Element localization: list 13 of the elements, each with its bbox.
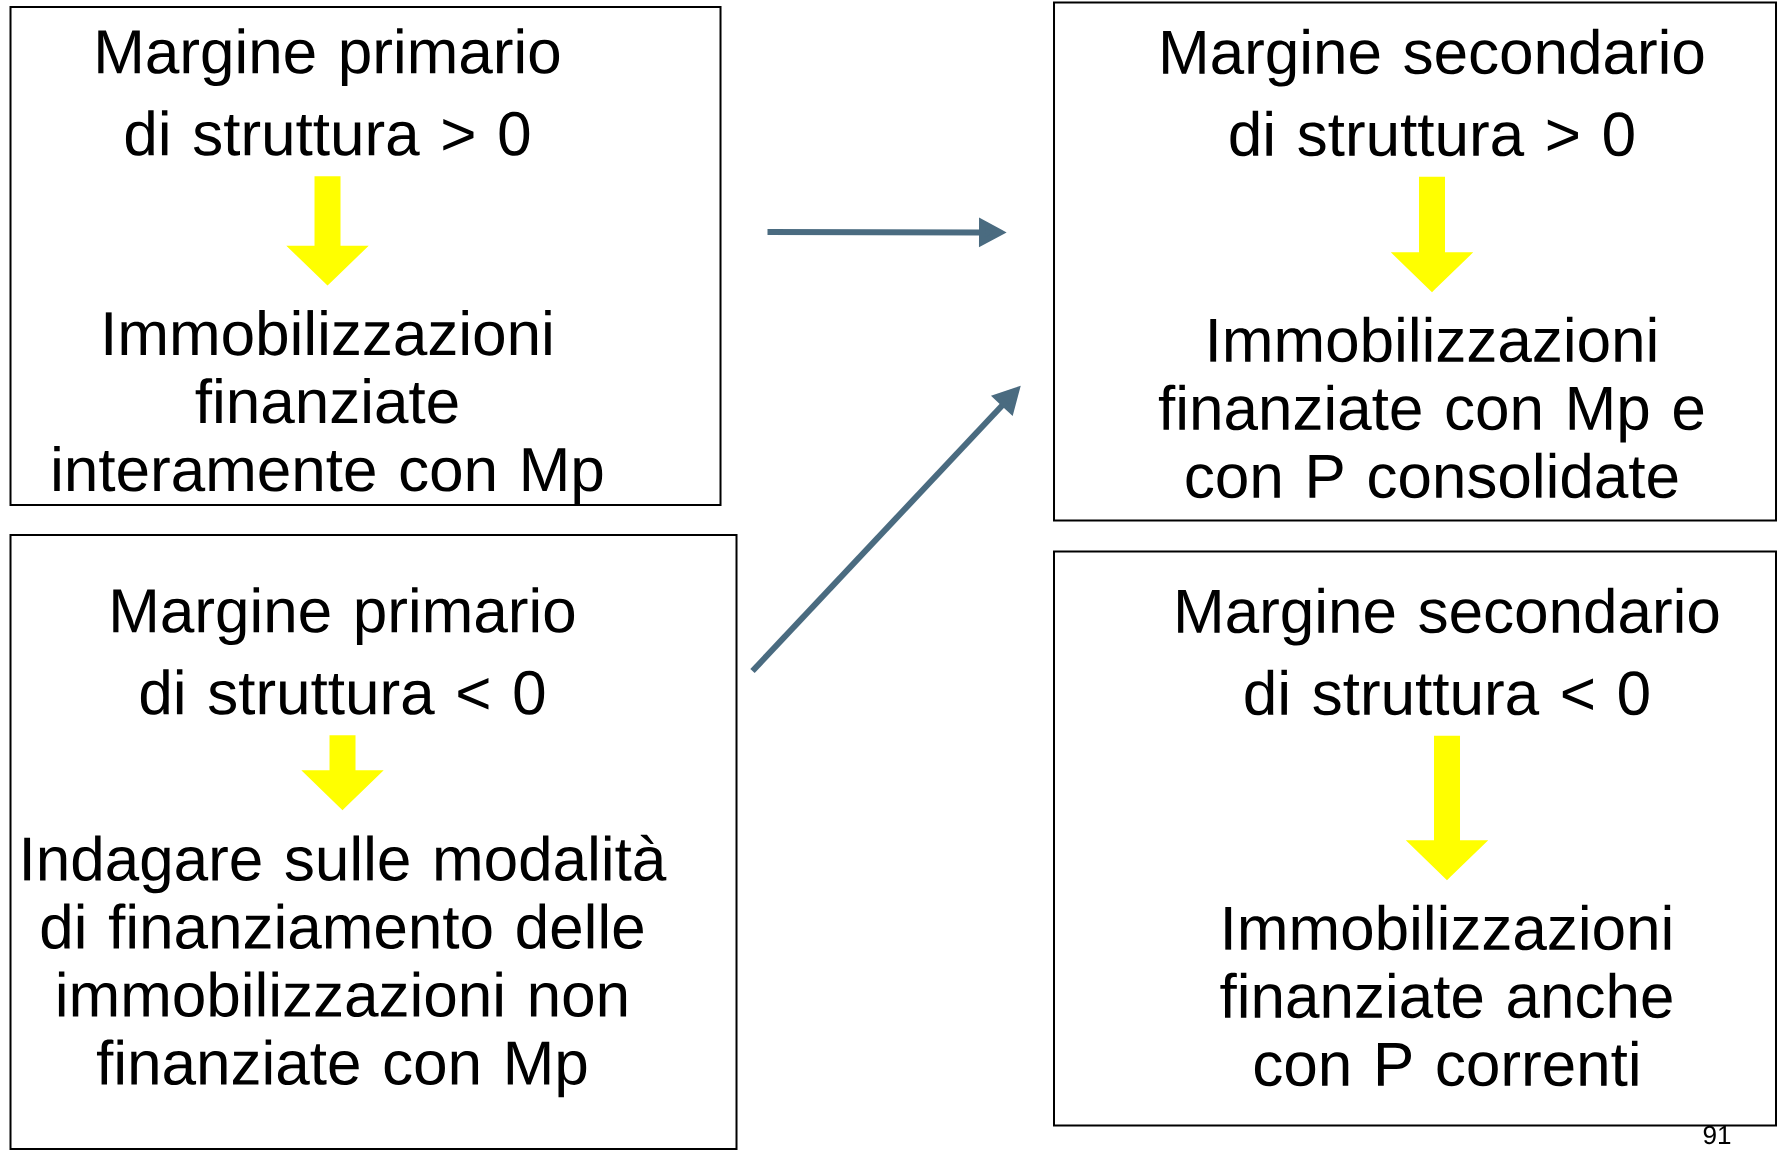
body-text: Immobilizzazioni finanziate con Mp e con P consolidate xyxy=(1158,316,1704,499)
heading: Margine primario di struttura > 0 xyxy=(98,28,560,156)
box xyxy=(1053,550,1777,1127)
heading: Margine secondario di struttura < 0 xyxy=(1178,587,1719,716)
box xyxy=(1053,1,1777,522)
body-text: Immobilizzazioni finanziate anche con P correnti xyxy=(1220,904,1672,1087)
body-text: Indagare sulle modalità di finanziamento delle immobilizzazioni non finanziate con Mp xyxy=(24,834,667,1098)
body-text: Immobilizzazioni finanziate interamente con Mp xyxy=(54,310,603,504)
heading: Margine primario di struttura < 0 xyxy=(113,587,575,715)
page-number: 91 xyxy=(1703,1125,1731,1145)
heading: Margine secondario di struttura > 0 xyxy=(1163,28,1704,157)
box xyxy=(9,534,738,1150)
box xyxy=(9,6,722,506)
